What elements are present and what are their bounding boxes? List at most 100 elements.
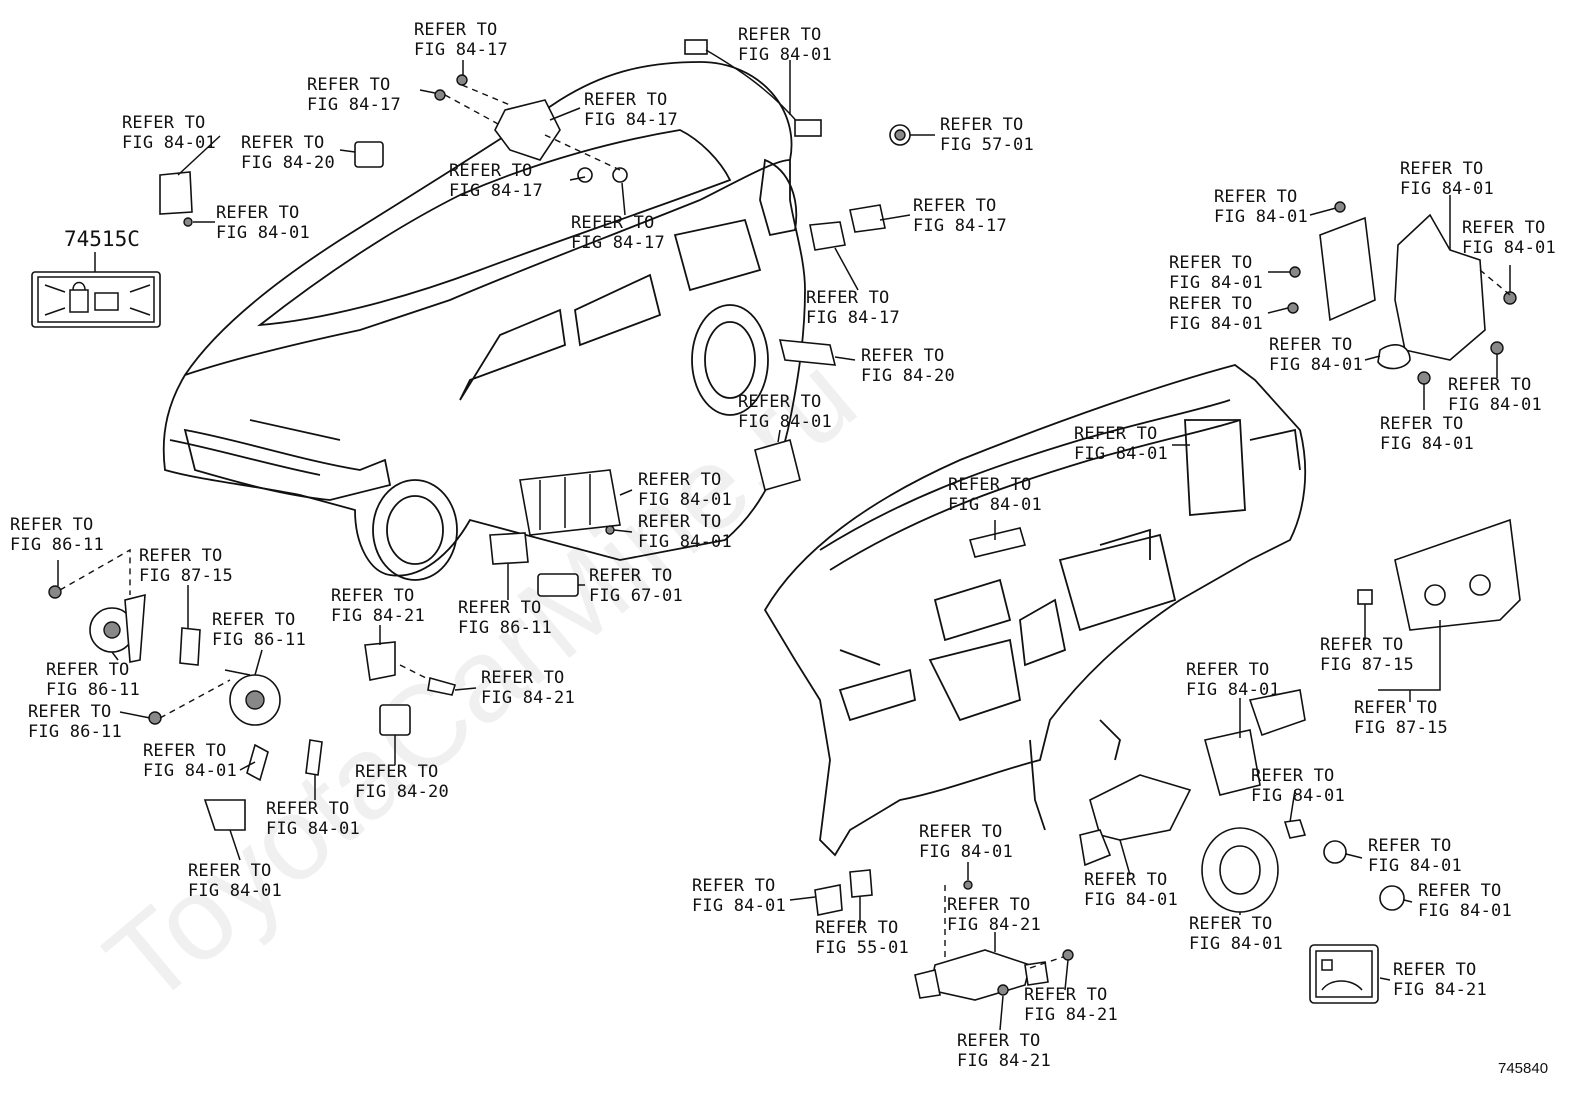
callout-line-refer: REFER TO (212, 610, 295, 630)
callout-line-refer: REFER TO (806, 288, 889, 308)
callout-line-refer: REFER TO (947, 895, 1030, 915)
callout-line-refer: REFER TO (1418, 881, 1501, 901)
callout-line-refer: REFER TO (1320, 635, 1403, 655)
callout-line-refer: REFER TO (1393, 960, 1476, 980)
callout-line-refer: REFER TO (1074, 424, 1157, 444)
callout-line-refer: REFER TO (1368, 836, 1451, 856)
callout-line-fig: FIG 84-01 (143, 761, 237, 781)
callout-line-fig: FIG 87-15 (1320, 655, 1414, 675)
callout-line-fig: FIG 84-20 (241, 153, 335, 173)
callout-line-refer: REFER TO (692, 876, 775, 896)
callout-line-fig: FIG 84-01 (1462, 238, 1556, 258)
callout-line-fig: FIG 57-01 (940, 135, 1034, 155)
power-window-switch (519, 469, 621, 536)
callout-line-fig: FIG 87-15 (1354, 718, 1448, 738)
callout-line-refer: REFER TO (1169, 294, 1252, 314)
callout-line-fig: FIG 84-17 (584, 110, 678, 130)
callout-line-refer: REFER TO (10, 515, 93, 535)
callout-line-fig: FIG 84-21 (947, 915, 1041, 935)
illustration-number: 745840 (1498, 1060, 1548, 1077)
callout-line-refer: REFER TO (957, 1031, 1040, 1051)
callout-line-refer: REFER TO (738, 25, 821, 45)
callout-line-fig: FIG 86-11 (10, 535, 104, 555)
callout-line-refer: REFER TO (584, 90, 667, 110)
leader-lines (57, 60, 1511, 1031)
callout-line-refer: REFER TO (1084, 870, 1167, 890)
callout-line-refer: REFER TO (638, 470, 721, 490)
callout-line-refer: REFER TO (355, 762, 438, 782)
callout-line-refer: REFER TO (1169, 253, 1252, 273)
callout-line-fig: FIG 84-17 (913, 216, 1007, 236)
callout-line-refer: REFER TO (331, 586, 414, 606)
callout-line-refer: REFER TO (940, 115, 1023, 135)
callout-line-fig: FIG 84-21 (957, 1051, 1051, 1071)
callout-line-fig: FIG 84-21 (1024, 1005, 1118, 1025)
callout-line-fig: FIG 67-01 (589, 586, 683, 606)
callout-line-fig: FIG 84-01 (1074, 444, 1168, 464)
callout-line-refer: REFER TO (1380, 414, 1463, 434)
callout-line-refer: REFER TO (1214, 187, 1297, 207)
callout-line-fig: FIG 84-21 (331, 606, 425, 626)
callout-line-refer: REFER TO (1269, 335, 1352, 355)
caution-label (1309, 944, 1379, 1004)
callout-line-refer: REFER TO (861, 346, 944, 366)
callout-line-fig: FIG 84-01 (919, 842, 1013, 862)
callout-line-refer: REFER TO (414, 20, 497, 40)
callout-line-fig: FIG 84-20 (861, 366, 955, 386)
callout-line-refer: REFER TO (638, 512, 721, 532)
callout-line-fig: FIG 55-01 (815, 938, 909, 958)
part-drawings (48, 39, 1521, 1001)
callout-line-refer: REFER TO (122, 113, 205, 133)
part-number: 74515C (64, 227, 140, 251)
callout-line-refer: REFER TO (1354, 698, 1437, 718)
vehicle-outline (162, 61, 806, 581)
callout-line-fig: FIG 84-01 (266, 819, 360, 839)
callout-line-fig: FIG 84-01 (1169, 273, 1263, 293)
callout-line-fig: FIG 84-01 (738, 45, 832, 65)
callout-line-fig: FIG 84-21 (481, 688, 575, 708)
callout-line-fig: FIG 84-01 (1084, 890, 1178, 910)
callout-line-refer: REFER TO (216, 203, 299, 223)
ac-control-panel (1394, 518, 1521, 631)
callout-line-fig: FIG 84-01 (1214, 207, 1308, 227)
callout-line-refer: REFER TO (143, 741, 226, 761)
callout-line-fig: FIG 84-17 (571, 233, 665, 253)
callout-line-fig: FIG 84-01 (1251, 786, 1345, 806)
callout-line-fig: FIG 84-01 (638, 490, 732, 510)
